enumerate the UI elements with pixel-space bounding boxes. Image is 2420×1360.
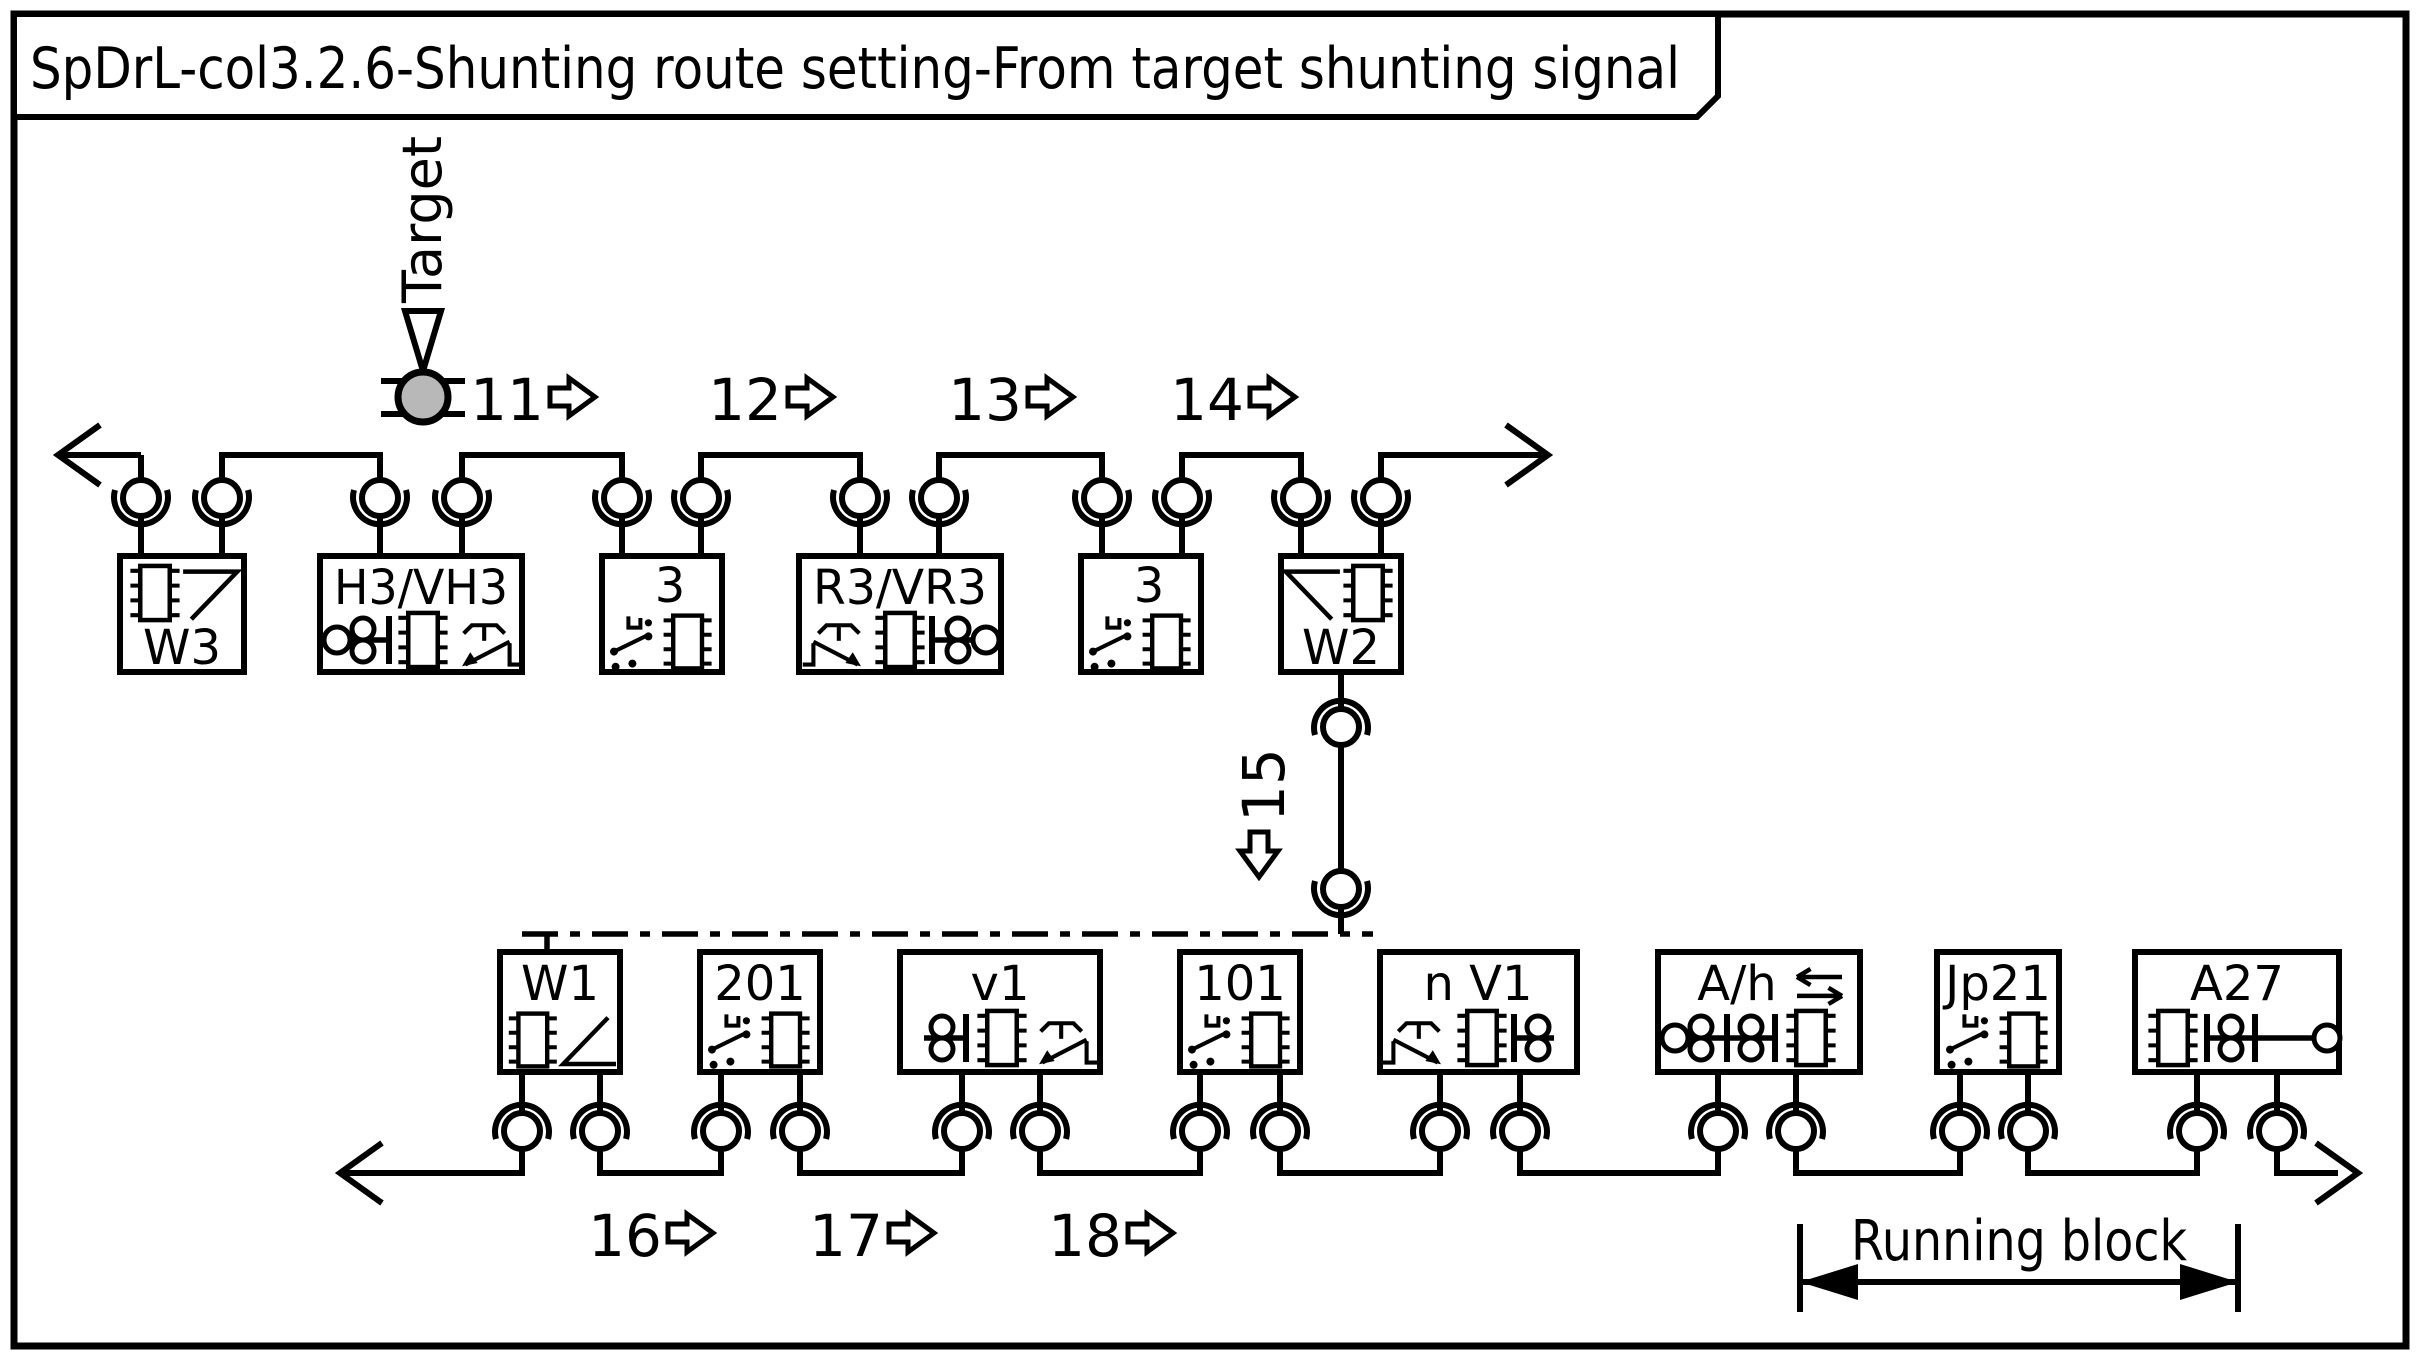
relay-box-101: 101 [1177, 949, 1303, 1075]
box-label: A/h [1697, 956, 1776, 1012]
title-box [11, 11, 1721, 120]
route-number: 14 [1170, 366, 1244, 434]
relay-box-3b: 3 [1078, 553, 1204, 675]
lamp-icon [2314, 1025, 2340, 1051]
top-route-arrows: 11 12 13 14 [470, 366, 1295, 434]
lamp-icon [324, 627, 350, 653]
box-label: R3/VR3 [813, 560, 987, 616]
lamp-icon [973, 627, 999, 653]
route-number: 13 [948, 366, 1022, 434]
route-number: 15 [1230, 748, 1298, 822]
route-number: 11 [470, 366, 544, 434]
relay-box-v1: v1 [897, 949, 1103, 1075]
dimension-arrowhead-left [1800, 1264, 1858, 1300]
box-label: n V1 [1423, 956, 1532, 1012]
vertical-link: 15 [1230, 672, 1368, 934]
route-arrow-13: 13 [948, 366, 1073, 434]
box-label: 201 [714, 956, 806, 1012]
page-title: SpDrL-col3.2.6-Shunting route setting-Fr… [30, 36, 1680, 102]
box-label: W3 [143, 620, 221, 676]
left-arrow-icon [52, 422, 102, 488]
relay-box-jp21: Jp21 [1934, 949, 2062, 1075]
relay-box-201: 201 [697, 949, 823, 1075]
relay-box-h3-vh3: H3/VH3 [317, 553, 525, 675]
double-lamp-icon [931, 1016, 953, 1060]
route-arrow-17: 17 [809, 1202, 934, 1270]
relay-box-3a: 3 [599, 553, 725, 675]
lamp-icon [1662, 1025, 1688, 1051]
box-label: 101 [1194, 956, 1286, 1012]
route-arrow-18: 18 [1048, 1202, 1173, 1270]
route-number: 18 [1048, 1202, 1122, 1270]
double-lamp-icon [2220, 1016, 2242, 1060]
right-arrow-icon [1504, 422, 1554, 488]
target-label: Target [391, 136, 454, 304]
double-lamp-icon [1527, 1016, 1549, 1060]
double-lamp-icon [947, 618, 969, 662]
route-number: 17 [809, 1202, 883, 1270]
running-block-label: Running block [1851, 1209, 2187, 1274]
relay-box-w3: W3 [117, 553, 247, 676]
relay-box-r3-vr3: R3/VR3 [796, 553, 1004, 675]
route-number: 16 [588, 1202, 662, 1270]
double-lamp-icon [1690, 1016, 1712, 1060]
route-arrow-16: 16 [588, 1202, 713, 1270]
dimension-arrow-icon [1797, 1224, 2241, 1312]
box-label: 3 [655, 558, 686, 614]
running-block: Running block [1797, 1209, 2241, 1312]
route-arrow-14: 14 [1170, 366, 1295, 434]
dimension-arrowhead-right [2180, 1264, 2238, 1300]
box-label: H3/VH3 [334, 560, 508, 616]
relay-box-n-v1: n V1 [1377, 949, 1580, 1075]
box-label: v1 [971, 956, 1030, 1012]
double-lamp-icon [352, 618, 374, 662]
box-label: W2 [1302, 620, 1380, 676]
box-label: A27 [2190, 956, 2284, 1012]
route-arrow-11: 11 [470, 366, 595, 434]
route-number: 12 [708, 366, 782, 434]
relay-box-a27: A27 [2132, 949, 2340, 1075]
route-arrow-12: 12 [708, 366, 833, 434]
box-label: W1 [521, 956, 599, 1012]
right-arrow-icon [2314, 1140, 2364, 1206]
target-pointer-icon [400, 308, 446, 382]
target-signal: Target [381, 136, 465, 426]
double-lamp-icon [1740, 1016, 1762, 1060]
relay-box-w1: W1 [497, 949, 623, 1075]
box-label: Jp21 [1942, 956, 2051, 1012]
relay-box-a-h: A/h [1655, 949, 1863, 1075]
left-arrow-icon [334, 1140, 384, 1206]
relay-box-w2: W2 [1278, 553, 1404, 676]
target-signal-head-icon [394, 368, 452, 426]
bottom-route-arrows: 16 17 18 [588, 1202, 1173, 1270]
box-label: 3 [1134, 558, 1165, 614]
